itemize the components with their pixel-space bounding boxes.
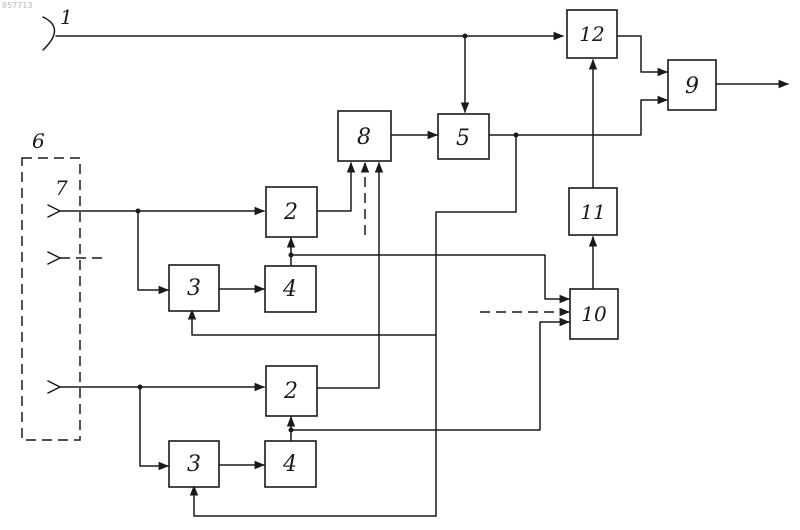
array-6-label: 6 bbox=[32, 129, 45, 153]
element-7-label: 7 bbox=[55, 176, 68, 200]
block-5-label: 5 bbox=[456, 126, 470, 151]
wire-5-feedback bbox=[194, 135, 516, 516]
antenna-1-label: 1 bbox=[60, 5, 73, 29]
document-id: 857713 bbox=[2, 1, 33, 10]
wire-to-3-top bbox=[138, 211, 168, 290]
block-9-label: 9 bbox=[685, 74, 699, 99]
wire-feedback-to-3-top bbox=[192, 310, 436, 335]
element-7-symbol bbox=[48, 205, 60, 217]
wire-12-to-9 bbox=[617, 36, 667, 72]
wire-2top-to-8 bbox=[317, 163, 351, 211]
antenna-1-symbol bbox=[43, 17, 55, 50]
wire-2bottom-to-10 bbox=[291, 322, 569, 430]
block-2-top-label: 2 bbox=[283, 200, 298, 225]
wire-to-3-bottom bbox=[140, 387, 168, 466]
block-2-bottom-label: 2 bbox=[283, 379, 298, 404]
block-4-bottom-label: 4 bbox=[282, 452, 297, 477]
wire-5-to-9 bbox=[489, 100, 667, 135]
block-8-label: 8 bbox=[357, 125, 371, 150]
block-3-bottom-label: 3 bbox=[187, 452, 201, 477]
block-4-top-label: 4 bbox=[282, 277, 297, 302]
antenna-array-6 bbox=[22, 158, 80, 440]
block-3-top-label: 3 bbox=[187, 276, 201, 301]
element-mid-symbol bbox=[48, 252, 60, 264]
wire-2bottom-to-8 bbox=[317, 163, 379, 388]
block-11-label: 11 bbox=[580, 200, 605, 224]
element-bottom-symbol bbox=[48, 381, 60, 393]
wire-2top-to-10 bbox=[291, 255, 569, 299]
block-10-label: 10 bbox=[581, 302, 607, 326]
block-12-label: 12 bbox=[579, 22, 604, 46]
